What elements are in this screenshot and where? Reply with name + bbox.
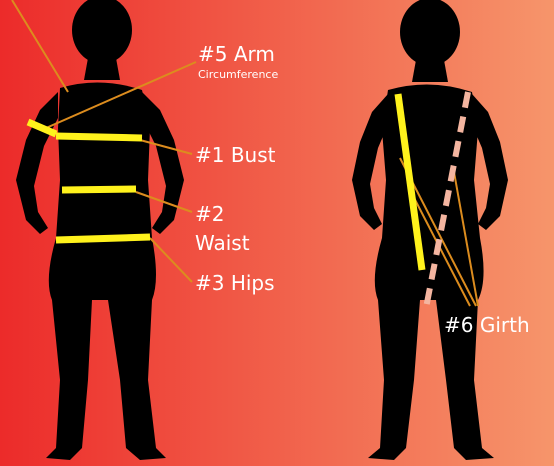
waist-label: Waist [195,233,250,253]
waist-tape [62,189,136,190]
girth-label: #6 Girth [444,315,530,335]
bust-label: #1 Bust [195,145,276,165]
hips-label: #3 Hips [195,273,275,293]
bust-tape [56,136,142,138]
waist-number-label: #2 [195,204,224,224]
hips-tape [56,237,150,240]
arm-sublabel: Circumference [198,69,278,80]
arm-label: #5 Arm [198,44,275,64]
